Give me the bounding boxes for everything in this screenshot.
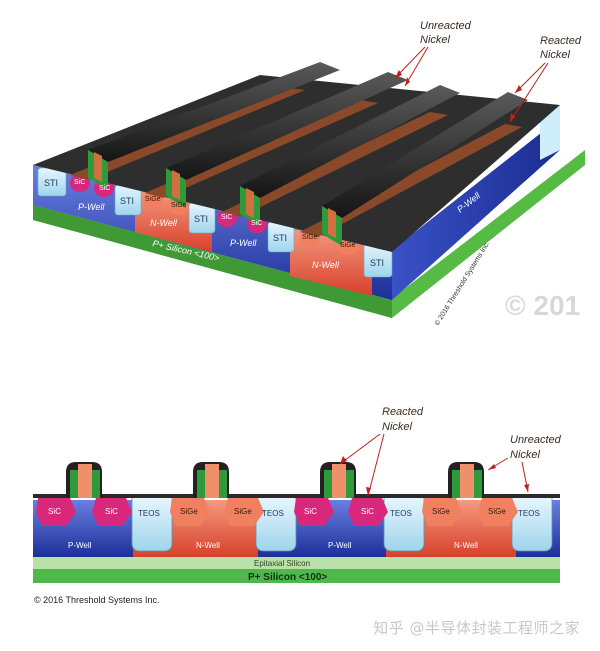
cs-teos-2: TEOS: [262, 509, 284, 518]
top-sic-1: SiC: [74, 179, 85, 186]
cs-gate-2: [193, 462, 229, 498]
top-sti-2: STI: [120, 196, 134, 206]
gate-line-3: [240, 85, 460, 226]
top-sige-1: SiGe: [145, 196, 161, 203]
cs-teos-1: TEOS: [138, 509, 160, 518]
cs-teos-4: TEOS: [518, 509, 540, 518]
substrate-front-face: [33, 205, 392, 318]
top-unreacted-line1: Unreacted: [420, 20, 472, 32]
gate-line-4: [322, 92, 528, 246]
top-reacted-nickel-callout: Reacted Nickel: [509, 35, 582, 123]
top-pwell-2: P-Well: [230, 238, 257, 248]
cs-surface-nickel: [33, 494, 560, 498]
cs-substrate: [33, 569, 560, 583]
cs-sige-2: SiGe: [234, 507, 252, 516]
top-sic-2: SiC: [99, 185, 110, 192]
top-unreacted-nickel-callout: Unreacted Nickel: [394, 20, 472, 87]
cs-sic-1: SiC: [48, 507, 61, 516]
top-sige-3: SiGe: [302, 234, 318, 241]
cs-substrate-label: P+ Silicon <100>: [248, 572, 327, 583]
top-unreacted-line2: Nickel: [420, 34, 451, 46]
cs-teos-3: TEOS: [390, 509, 412, 518]
cs-gate-1: [66, 462, 102, 498]
cs-nwell-label-2: N-Well: [454, 541, 478, 550]
top-watermark: © 201: [505, 290, 580, 321]
cs-gate-3: [320, 462, 356, 498]
cs-teos-boxes: [131, 496, 553, 552]
cs-reacted-line2: Nickel: [382, 421, 413, 433]
cs-reacted-nickel-callout: Reacted Nickel: [339, 406, 424, 497]
top-sti-5: STI: [370, 258, 384, 268]
cs-gate-4: [448, 462, 484, 498]
top-sige-4: SiGe: [340, 242, 356, 249]
cs-sige-1: SiGe: [180, 507, 198, 516]
reacted-nickel-strips: [70, 88, 522, 237]
cs-reacted-line1: Reacted: [382, 406, 424, 418]
cs-sic-4: SiC: [361, 507, 374, 516]
top-sic-3: SiC: [221, 214, 232, 221]
top-pwell-1: P-Well: [78, 202, 105, 212]
cs-sige-3: SiGe: [432, 507, 450, 516]
cs-gates: [66, 462, 484, 498]
cs-unreacted-nickel-callout: Unreacted Nickel: [487, 434, 562, 493]
cs-epitaxial: [33, 557, 560, 569]
top-sti-4: STI: [273, 233, 287, 243]
top-reacted-line2: Nickel: [540, 49, 571, 61]
cs-region-labels: SiC SiC SiC SiC SiGe SiGe SiGe SiGe TEOS…: [48, 507, 540, 583]
cs-epi-label: Epitaxial Silicon: [254, 559, 310, 568]
top-3d-view: STI STI STI STI STI SiC SiC SiC SiC SiGe…: [33, 20, 585, 327]
top-reacted-line1: Reacted: [540, 35, 582, 47]
cross-section-view: SiC SiC SiC SiC SiGe SiGe SiGe SiGe TEOS…: [33, 406, 562, 583]
cs-sic-3: SiC: [304, 507, 317, 516]
gate-line-1: [88, 62, 340, 190]
gate-line-2: [166, 72, 408, 208]
cs-unreacted-line2: Nickel: [510, 449, 541, 461]
cs-source-drain: [36, 498, 518, 526]
right-sti-block: [540, 105, 560, 160]
gate-lines: [88, 62, 528, 246]
top-nwell-1: N-Well: [150, 218, 178, 228]
top-sti-1: STI: [44, 178, 58, 188]
cs-unreacted-line1: Unreacted: [510, 434, 562, 446]
cs-pwell-label-1: P-Well: [68, 541, 92, 550]
bottom-copyright: © 2016 Threshold Systems Inc.: [34, 595, 160, 605]
right-side-face: [392, 118, 560, 300]
site-watermark: 知乎 @半导体封装工程师之家: [373, 619, 580, 637]
top-nwell-2: N-Well: [312, 260, 340, 270]
cs-sic-2: SiC: [105, 507, 118, 516]
cs-sige-4: SiGe: [488, 507, 506, 516]
cs-nwell-label-1: N-Well: [196, 541, 220, 550]
top-sic-4: SiC: [251, 220, 262, 227]
top-sti-3: STI: [194, 214, 208, 224]
top-sige-2: SiGe: [171, 202, 187, 209]
cs-pwell-label-2: P-Well: [328, 541, 352, 550]
